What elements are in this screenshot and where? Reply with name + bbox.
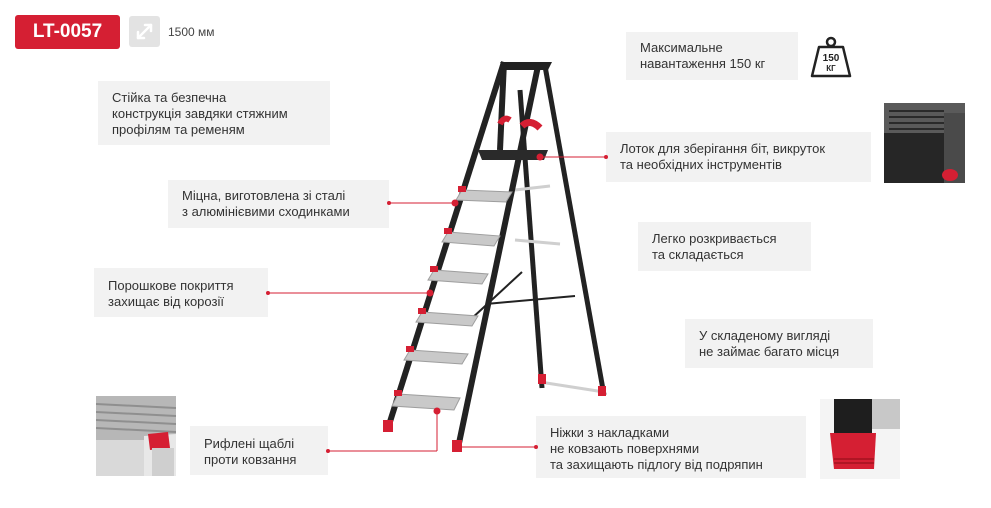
feature-steps-line1: Рифлені щаблі: [204, 436, 295, 451]
feature-folds-line1: Легко розкривається: [652, 231, 777, 246]
feature-feet-line2: не ковзають поверхнями: [550, 441, 700, 456]
feature-strong-box: Міцна, виготовлена зі сталі з алюмінієви…: [168, 180, 389, 228]
feature-feet-box: Ніжки з накладками не ковзають поверхням…: [536, 416, 806, 478]
product-code-badge: LT-0057: [15, 15, 120, 49]
feature-steps-line2: проти ковзання: [204, 452, 297, 467]
feature-tray-line1: Лоток для зберігання біт, викруток: [620, 141, 826, 156]
feature-stable-box: Стійка та безпечна конструкція завдяки с…: [98, 81, 330, 145]
weight-icon: 150 КГ: [808, 34, 854, 80]
tray-detail-photo: [884, 103, 965, 183]
feature-steps-box: Рифлені щаблі проти ковзання: [190, 426, 328, 475]
feature-feet-line3: та захищають підлогу від подряпин: [550, 457, 763, 472]
feature-folds-box: Легко розкривається та складається: [638, 222, 811, 271]
diagonal-arrows-icon: [129, 16, 160, 47]
feature-powder-box: Порошкове покриття захищає від корозії: [94, 268, 268, 317]
feature-strong-line2: з алюмінієвими сходинками: [182, 204, 350, 219]
feature-compact-line1: У складеному вигляді: [699, 328, 831, 343]
weight-icon-unit: КГ: [826, 64, 836, 73]
feature-feet-line1: Ніжки з накладками: [550, 425, 670, 440]
foot-detail-photo: [820, 399, 900, 479]
feature-stable-line1: Стійка та безпечна: [112, 90, 227, 105]
weight-icon-value: 150: [823, 53, 840, 64]
feature-strong-line1: Міцна, виготовлена зі сталі: [182, 188, 346, 203]
max-load-box: Максимальне навантаження 150 кг: [626, 32, 798, 80]
max-load-line2: навантаження 150 кг: [640, 56, 766, 71]
height-value: 1500 мм: [168, 25, 215, 39]
feature-folds-line2: та складається: [652, 247, 744, 262]
max-load-line1: Максимальне: [640, 40, 723, 55]
step-detail-photo: [96, 396, 176, 476]
feature-tray-line2: та необхідних інструментів: [620, 157, 782, 172]
feature-stable-line3: профілям та ременям: [112, 122, 245, 137]
feature-stable-line2: конструкція завдяки стяжним: [112, 106, 288, 121]
feature-powder-line1: Порошкове покриття: [108, 278, 234, 293]
feature-compact-line2: не займає багато місця: [699, 344, 840, 359]
feature-compact-box: У складеному вигляді не займає багато мі…: [685, 319, 873, 368]
feature-powder-line2: захищає від корозії: [108, 294, 224, 309]
feature-tray-box: Лоток для зберігання біт, викруток та не…: [606, 132, 871, 182]
